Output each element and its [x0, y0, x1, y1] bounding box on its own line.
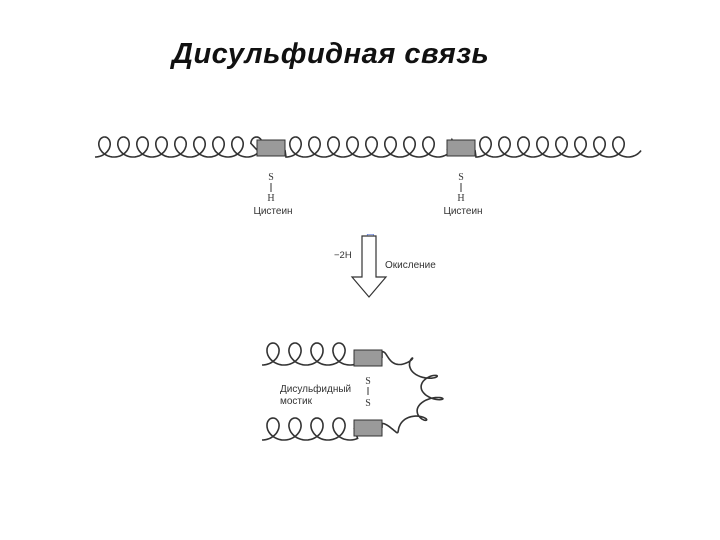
bridge-box-bottom — [353, 419, 383, 437]
hydrogen-atom-2: H — [457, 193, 464, 204]
diagram-title: Дисульфидная связь — [172, 38, 490, 70]
bridge-sulfur-top: S — [365, 376, 371, 387]
bottom-lower-chain — [261, 417, 359, 441]
bridge-box-top — [353, 349, 383, 367]
sulfur-atom-1: S — [268, 172, 274, 183]
bottom-upper-chain — [261, 342, 359, 366]
oxidation-label: Окисление — [385, 260, 436, 271]
cysteine-box-1 — [256, 139, 286, 157]
loss-of-hydrogen-label: −2H — [334, 250, 352, 261]
bottom-loop-chain — [381, 350, 444, 434]
top-polypeptide-chain — [94, 136, 642, 158]
cysteine-label-2: Цистеин — [443, 206, 482, 217]
cysteine-label-1: Цистеин — [253, 206, 292, 217]
disulfide-bridge-label-2: мостик — [280, 396, 313, 407]
oxidation-arrow — [350, 235, 388, 298]
sulfur-atom-2: S — [458, 172, 464, 183]
cysteine-box-2 — [446, 139, 476, 157]
bridge-sulfur-bottom: S — [365, 398, 371, 409]
hydrogen-atom-1: H — [267, 193, 274, 204]
disulfide-bridge-label-1: Дисульфидный — [280, 383, 351, 395]
